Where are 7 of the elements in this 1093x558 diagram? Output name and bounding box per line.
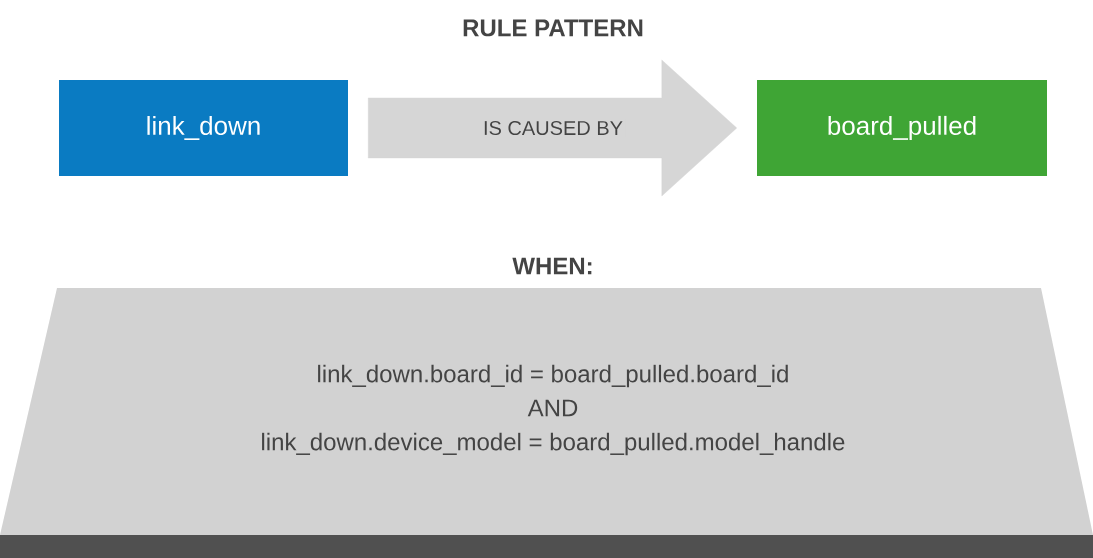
event-box: board_pulled [757,80,1047,176]
event-box: link_down [59,80,348,176]
title: RULE PATTERN [463,19,643,37]
block-arrow [368,59,737,197]
edge-label: IS CAUSED BY [484,120,623,136]
condition-panel: link_down.board_id = board_pulled.board_id AND link_down.device_model = board_pulled.model_handle [0,288,1093,558]
panel-heading: WHEN: [512,257,592,275]
